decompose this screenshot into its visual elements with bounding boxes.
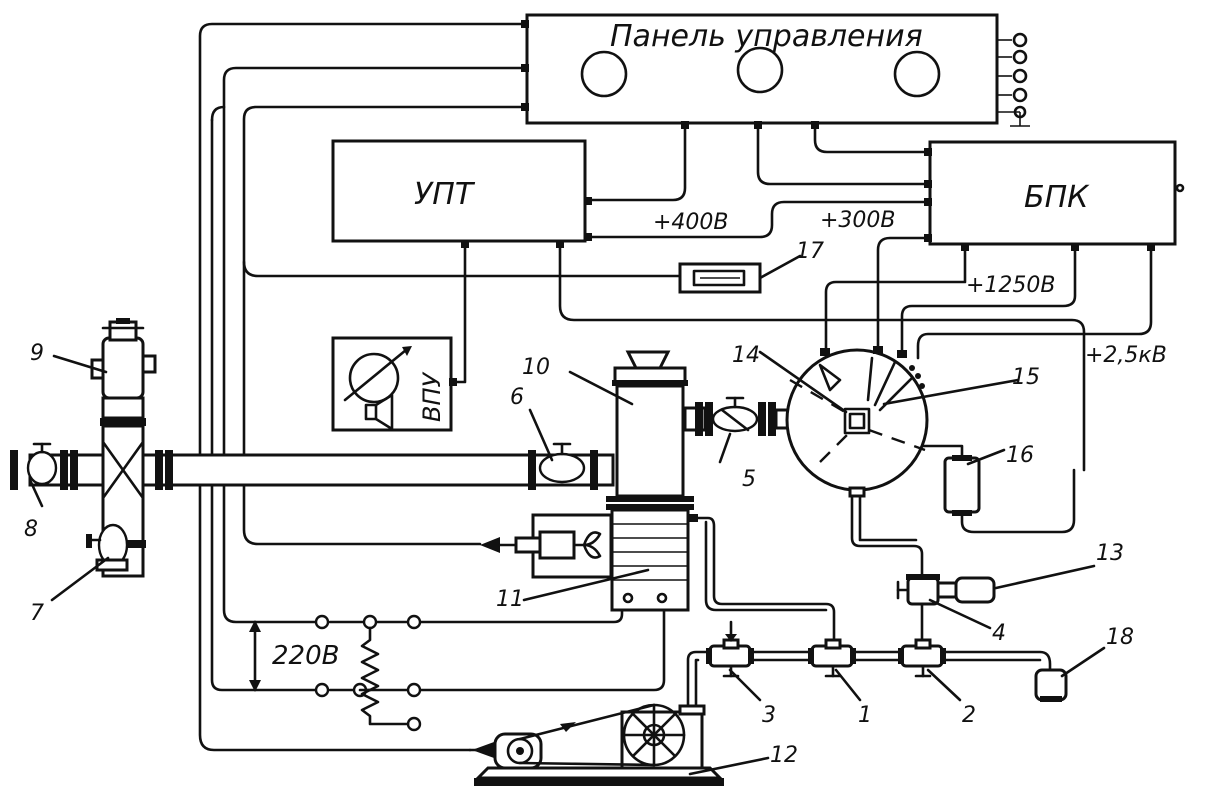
fan-motor [480,513,613,579]
callout-17: 17 [796,239,824,264]
valve-1 [808,638,856,678]
panel-dial-3 [893,50,941,98]
vacuum-lines [686,494,1052,714]
valve-4 [896,574,958,606]
callout-1: 1 [858,703,872,728]
gas-inlet-assembly [10,318,615,578]
voltage-1250: +1250В [966,273,1056,298]
callout-9: 9 [30,341,44,366]
gauge-18 [1034,668,1068,702]
voltage-220: 220В [272,641,339,671]
callout-2: 2 [962,703,976,728]
voltage-300: +300В [820,208,896,233]
voltage-400: +400В [653,210,729,235]
callout-5: 5 [742,467,756,492]
valve-3 [706,620,754,678]
callout-12: 12 [770,743,798,768]
meter-17 [678,262,762,294]
chamber-15 [785,346,929,498]
upt-block: УПТ [331,139,592,248]
pump-12 [472,703,724,786]
callout-6: 6 [510,385,524,410]
power-input-220v: 220В [249,614,422,732]
bpk-label: БПК [1024,180,1090,215]
callout-4: 4 [992,621,1006,646]
bpk-block: БПК [924,140,1185,251]
callout-3: 3 [762,703,776,728]
callout-10: 10 [522,355,550,380]
valve-2 [898,638,946,678]
gauge-13 [954,576,996,604]
panel-dial-1 [580,50,628,98]
vpu-label: ВПУ [418,371,446,422]
indicator-lamps [997,32,1030,127]
callout-8: 8 [24,517,38,542]
callout-11: 11 [496,587,524,612]
callout-15: 15 [1012,365,1040,390]
panel-dial-2 [736,46,784,94]
callout-leaders [28,254,1106,776]
callout-16: 16 [1006,443,1034,468]
trap-column-10 [606,350,694,510]
voltage-2-5k: +2,5кВ [1085,343,1167,368]
control-panel: Панель управления [521,13,1030,129]
callout-18: 18 [1106,625,1134,650]
callout-13: 13 [1096,541,1124,566]
callout-numbers: 1 2 3 4 5 6 7 8 9 10 11 12 13 14 15 16 1… [24,239,1134,768]
callout-7: 7 [30,601,44,626]
wiring [198,22,1153,752]
upt-label: УПТ [414,177,476,212]
callout-14: 14 [732,343,760,368]
valve-5 [683,396,794,436]
vpu-block: ВПУ [331,336,457,432]
component-16 [943,455,981,516]
cooler-11 [610,508,698,612]
